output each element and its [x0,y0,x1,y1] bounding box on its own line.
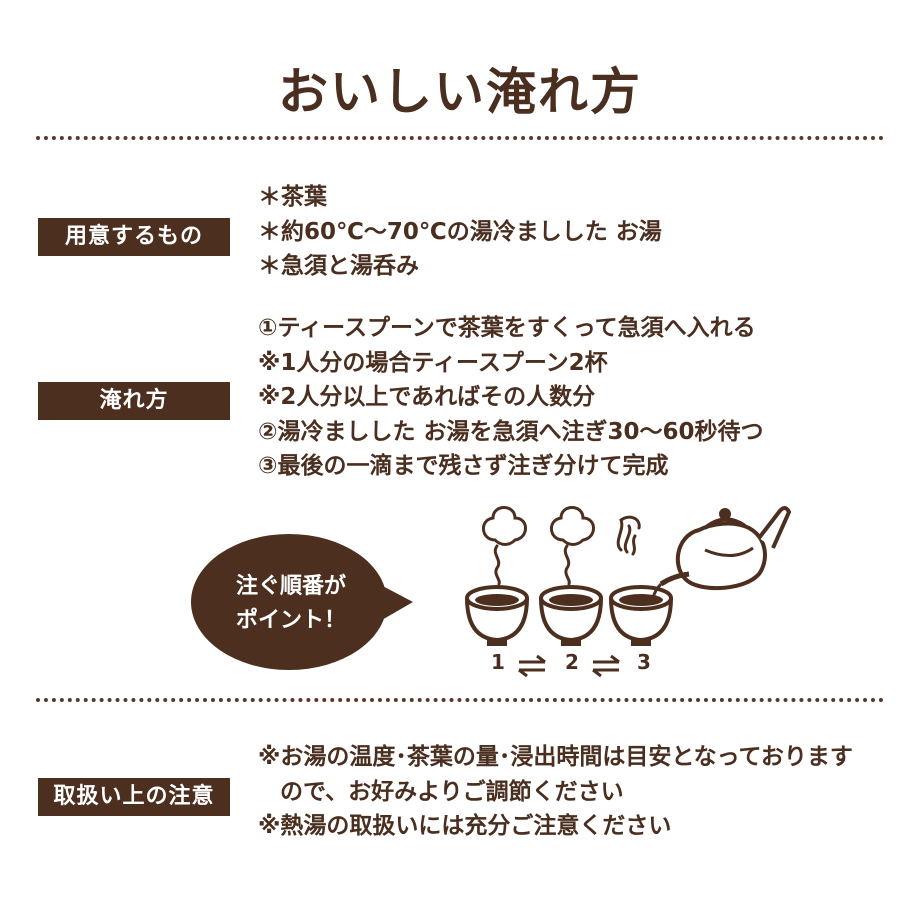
bubble-text-line2: ポイント！ [235,608,346,633]
dotted-divider-top [36,136,884,140]
bubble-text-line1: 注ぐ順番が [235,574,346,599]
label-prepare: 用意するもの [38,218,230,256]
swap-arrow-icon [518,654,546,678]
cup-icon [609,585,673,646]
list-item: ※熱湯の取扱いには充分ご注意ください [258,813,672,839]
list-item: ので、お好みよりご調節ください [280,778,624,805]
pour-order-number: 3 [637,650,651,674]
cup-icon [539,585,603,646]
list-item: ※お湯の温度･茶葉の量･浸出時間は目安となっております [258,744,853,770]
list-item: ＊約60℃〜70℃の湯冷ましした お湯 [258,218,662,245]
list-item: ①ティースプーンで茶葉をすくって急須へ入れる [258,315,756,341]
list-item: ＊急須と湯呑み [258,253,419,279]
speech-bubble [191,534,413,670]
steam-icon [482,506,527,586]
cup-icon [465,585,529,646]
list-item: ※1人分の場合ティースプーン2杯 [258,349,608,376]
label-caution: 取扱い上の注意 [38,778,230,816]
list-item: ※2人分以上であればその人数分 [258,384,596,410]
teapot-icon [651,506,792,599]
prepare-list: ＊茶葉 ＊約60℃〜70℃の湯冷ましした お湯 ＊急須と湯呑み [258,180,662,284]
label-brew: 淹れ方 [38,382,230,420]
list-item: ＊茶葉 [258,184,327,210]
pour-order-number: 2 [565,650,579,674]
steam-icon [550,506,595,586]
list-item: ②湯冷ましした お湯を急須へ注ぎ30〜60秒待つ [258,418,764,445]
dotted-divider-bottom [36,698,884,702]
list-item: ③最後の一滴まで残さず注ぎ分けて完成 [258,453,669,479]
pouring-illustration [191,506,792,678]
steam-icon [616,515,641,556]
caution-list: ※お湯の温度･茶葉の量･浸出時間は目安となっております ので、お好みよりご調節く… [258,740,853,844]
swap-arrow-icon [592,654,620,678]
page-title: おいしい淹れ方 [278,63,642,121]
pour-order-number: 1 [491,650,505,674]
brew-list: ①ティースプーンで茶葉をすくって急須へ入れる ※1人分の場合ティースプーン2杯 … [258,311,764,484]
